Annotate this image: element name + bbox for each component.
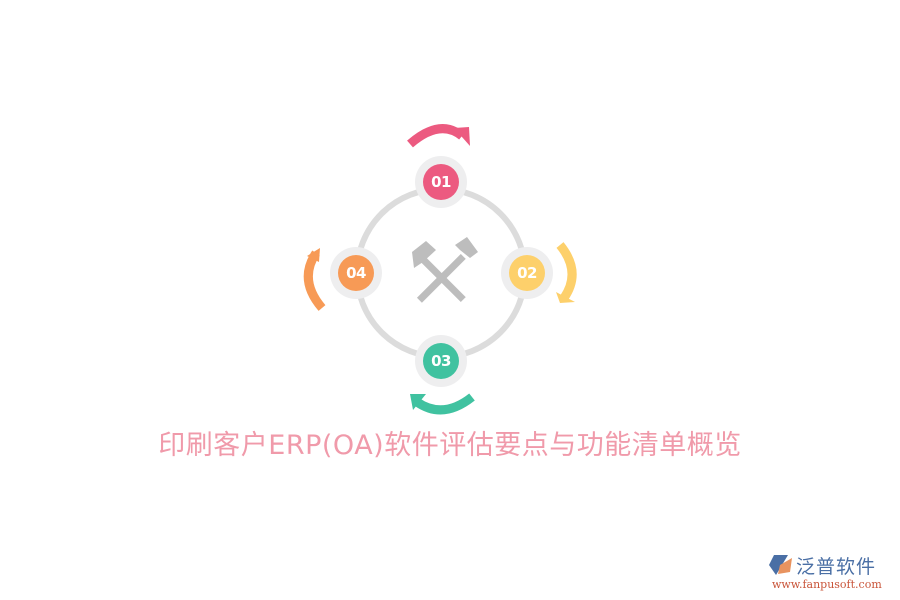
crossed-hammers-icon: [412, 237, 478, 303]
step-badge-04: 04: [338, 255, 374, 291]
brand-name: 泛普软件: [796, 556, 877, 578]
brand-logo: 泛普软件 www.fanpusoft.com: [768, 552, 896, 594]
arrow-icon-03: [410, 393, 475, 415]
brand-url: www.fanpusoft.com: [772, 578, 882, 591]
step-node-01: 01: [415, 156, 467, 208]
page-title: 印刷客户ERP(OA)软件评估要点与功能清单概览: [158, 430, 742, 461]
arrow-icon-04: [303, 248, 326, 311]
arrow-icon-01: [407, 124, 470, 148]
step-node-04: 04: [330, 247, 382, 299]
step-node-02: 02: [501, 247, 553, 299]
fanpu-logo-icon: [769, 555, 792, 575]
arrow-icon-02: [556, 242, 577, 303]
step-badge-03: 03: [423, 343, 459, 379]
step-node-03: 03: [415, 335, 467, 387]
step-badge-02: 02: [509, 255, 545, 291]
step-badge-01: 01: [423, 164, 459, 200]
